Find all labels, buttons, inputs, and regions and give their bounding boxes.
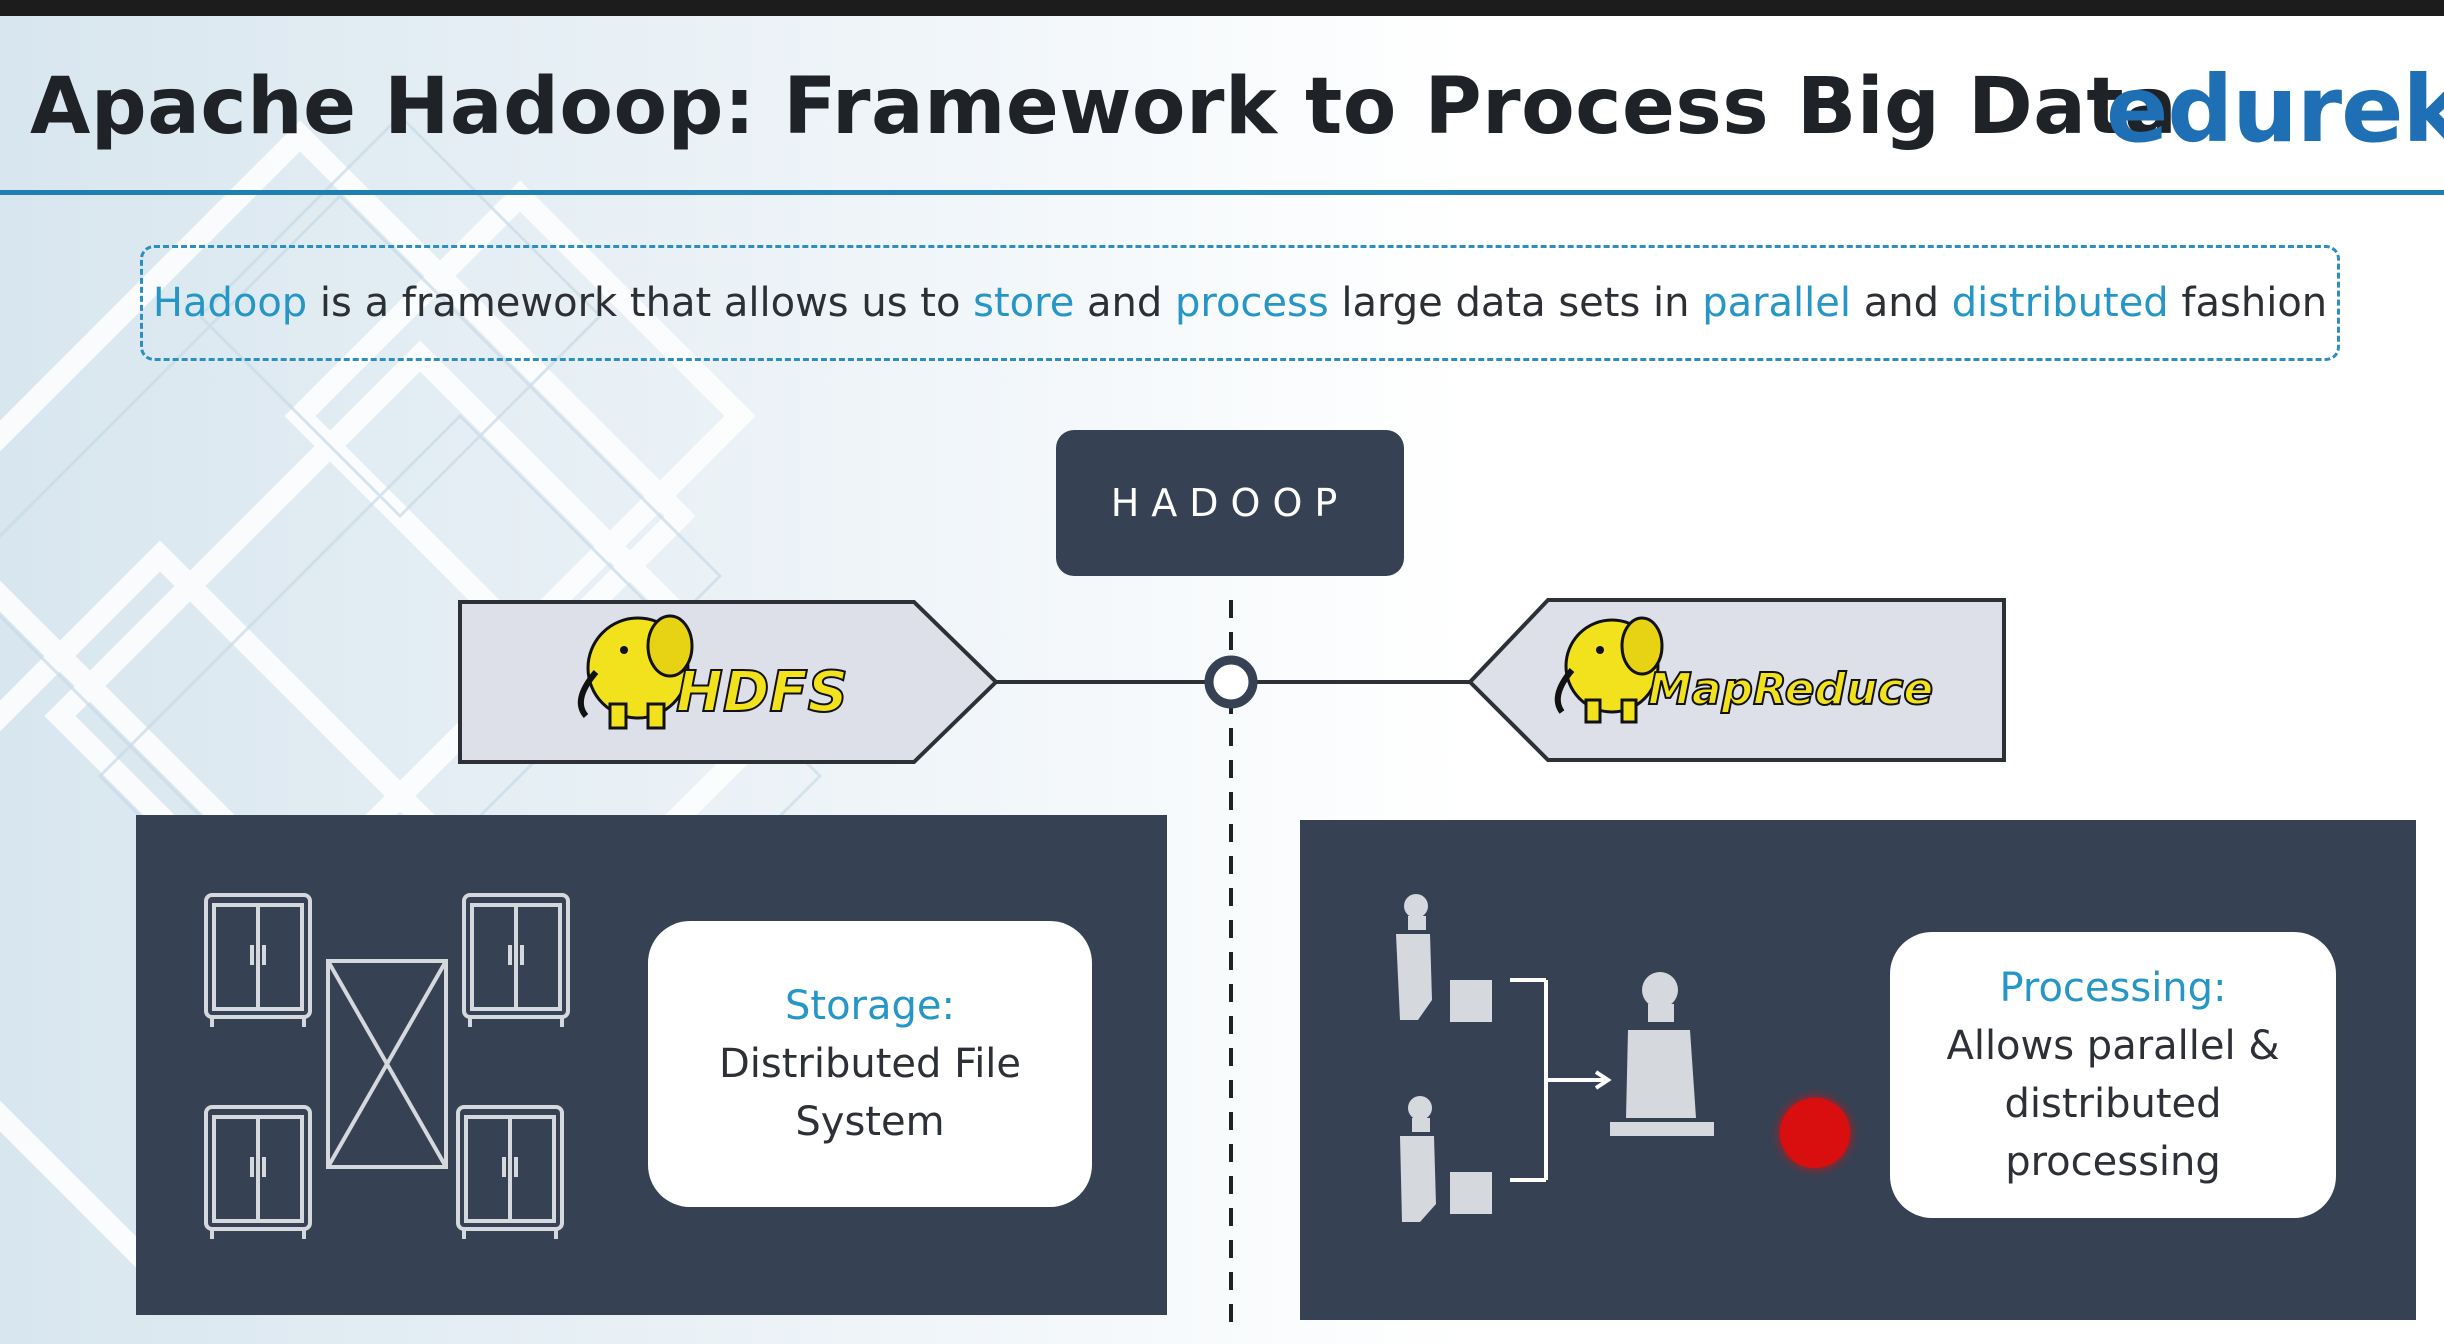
term-distributed: distributed (1951, 280, 2169, 326)
definition-text: large data sets in (1328, 280, 1703, 326)
page-title: Apache Hadoop: Framework to Process Big … (30, 62, 2178, 152)
mapreduce-elephant-icon (1554, 616, 1664, 724)
hadoop-root-node: HADOOP (1056, 430, 1404, 576)
hdfs-elephant-icon (577, 614, 694, 730)
storage-description: Distributed File System (718, 1041, 1022, 1145)
brand-logo: edureka (2106, 56, 2444, 163)
hdfs-label: HDFS (675, 659, 849, 726)
definition-text: fashion (2168, 280, 2328, 326)
mapreduce-label: MapReduce (1647, 663, 1934, 716)
chef-icon (1396, 894, 1714, 1222)
term-hadoop: Hadoop (152, 280, 308, 326)
storage-panel: Storage: Distributed File System (136, 815, 1167, 1315)
pointer-dot (1780, 1098, 1850, 1168)
term-store: store (973, 280, 1075, 326)
definition-text: and (1851, 280, 1952, 326)
definition-text: is a framework that allows us to (307, 280, 974, 326)
window-top-bar (0, 0, 2444, 16)
center-node (1204, 655, 1258, 709)
hadoop-label: HADOOP (1110, 481, 1350, 525)
title-divider (0, 190, 2444, 195)
processing-panel: Processing: Allows parallel & distribute… (1300, 820, 2416, 1320)
cabinet-icon (204, 893, 570, 1239)
storage-card: Storage: Distributed File System (648, 921, 1092, 1207)
term-parallel: parallel (1702, 280, 1851, 326)
processing-heading: Processing: (1999, 965, 2227, 1011)
processing-card: Processing: Allows parallel & distribute… (1890, 932, 2336, 1218)
storage-heading: Storage: (785, 983, 955, 1029)
definition-callout: Hadoop is a framework that allows us to … (140, 245, 2340, 361)
definition-text: and (1074, 280, 1175, 326)
processing-description: Allows parallel & distributed processing (1946, 1023, 2280, 1185)
term-process: process (1174, 280, 1329, 326)
